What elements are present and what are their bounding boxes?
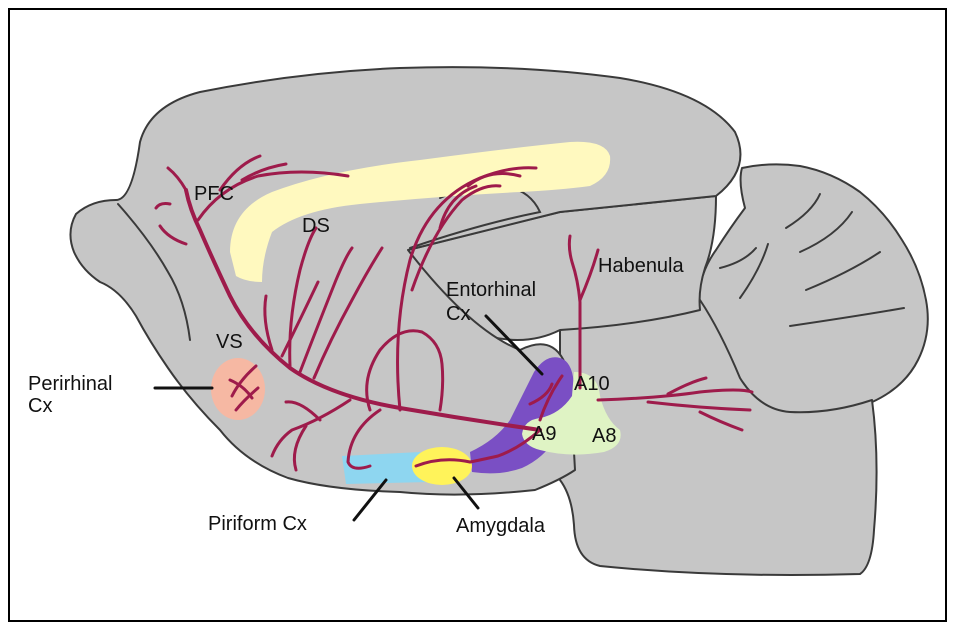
entorhinal-label-line2: Cx (446, 303, 470, 325)
a10-label: A10 (574, 373, 610, 395)
entorhinal-label-line1: Entorhinal (446, 279, 536, 301)
perirhinal-label-line1: Perirhinal (28, 373, 112, 395)
ds-label: DS (302, 215, 330, 237)
habenula-label: Habenula (598, 255, 685, 277)
a9-label: A9 (532, 423, 556, 445)
piriform-label: Piriform Cx (208, 513, 307, 535)
a8-label: A8 (592, 425, 616, 447)
vs-label: VS (216, 331, 243, 353)
pfc-label: PFC (194, 183, 234, 205)
perirhinal-label-line2: Cx (28, 395, 52, 417)
amygdala-label: Amygdala (456, 515, 546, 537)
amygdala (412, 447, 472, 485)
